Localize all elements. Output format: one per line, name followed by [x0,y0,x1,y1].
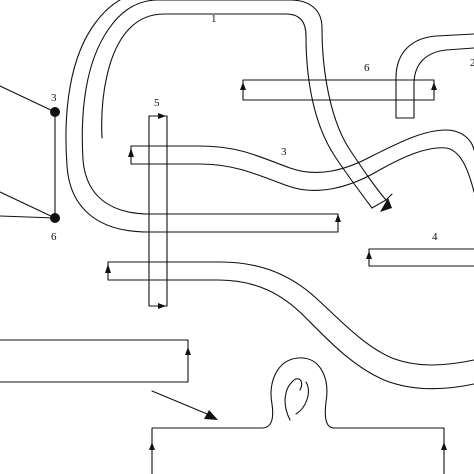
band-5-label: 5 [154,97,160,109]
band-1: 1 [65,0,393,233]
bottom-left-disk-arrowhead [185,347,191,355]
band-4-label: 4 [432,231,438,243]
band-1-end-cap [371,199,387,209]
band-3-upper-edge [130,129,474,174]
band-1-attach-arrowhead [335,214,341,222]
pointer-arrow-shaft [151,390,213,417]
graph-edge-top-left [0,85,56,113]
band-2: 2 [395,33,474,119]
band-2-outer-edge [395,33,474,119]
lower-ribbon-arrowhead [105,264,111,273]
band-1-label: 1 [211,13,217,25]
band-4-arrowhead [366,251,372,259]
pointer-arrow [151,390,218,420]
band-1-outer-edge [81,0,387,215]
bottom-surface-outline [151,357,445,474]
lower-ribbon [105,261,474,390]
band-2-inner-edge [413,47,474,119]
pointer-arrow-head [204,410,218,420]
band-1-inner-right-edge [101,13,373,209]
band-3-label: 3 [281,146,287,158]
vertex-3-dot [50,107,60,117]
band-4-outline [368,248,474,267]
vertex-6-label: 6 [51,231,57,243]
graph-edge-lower-left [0,191,56,219]
band-1-inner-edge [65,0,339,233]
band-5-bottom-arrowhead [158,303,166,309]
handle-inner-right-strand [295,381,309,415]
band-4: 4 [366,231,474,267]
band-2-label: 2 [470,57,474,69]
band-5-top-arrowhead [158,113,166,119]
lower-ribbon-upper-edge [107,261,474,366]
band-5: 5 [148,97,168,309]
band-1-arrow-stem [385,193,393,201]
band-3: 3 [128,129,474,193]
band-6-label: 6 [364,62,370,74]
bottom-left-disk-outline [0,339,189,383]
band-3-arrowhead [128,148,134,157]
band-6: 6 [240,62,437,101]
band-1-arrowhead [380,198,392,212]
graph-edge-bottom [0,215,56,219]
band-6-right-arrowhead [431,82,437,90]
band-3-lower-edge [130,147,474,193]
bottom-surface [149,357,447,474]
band-6-outline [242,79,435,101]
bottom-surface-left-arrowhead [149,442,155,450]
vertex-6-dot [50,213,60,223]
vertex-3-label: 3 [51,92,57,104]
handle-inner-left-strand [284,378,303,421]
lower-ribbon-lower-edge [107,279,474,390]
band-6-left-arrowhead [240,82,246,90]
graph-fragment: 3 6 [0,85,60,243]
band-5-outline [148,115,168,307]
bottom-left-disk [0,339,191,383]
bottom-surface-right-arrowhead [441,442,447,450]
